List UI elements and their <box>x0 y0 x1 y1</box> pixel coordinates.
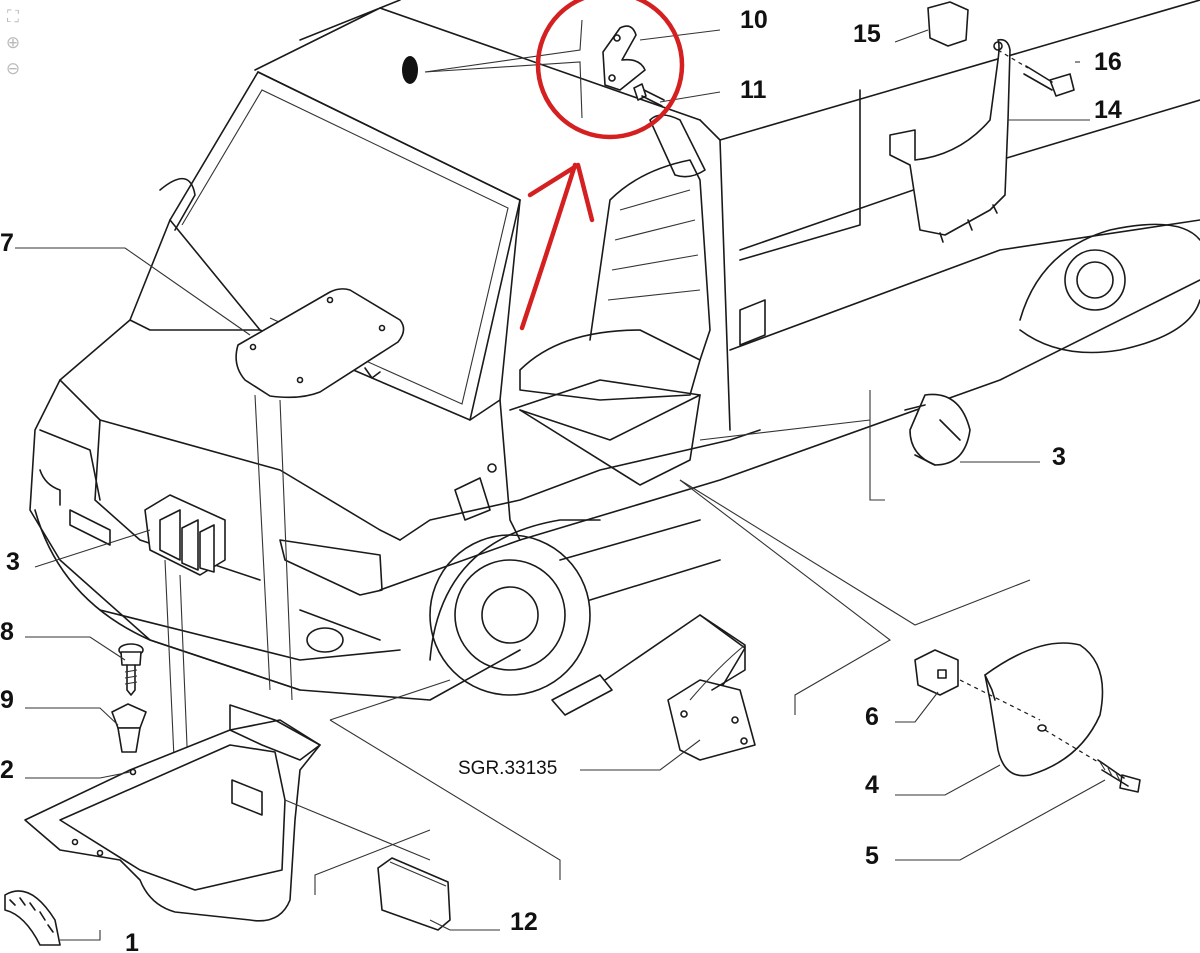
part-6-clip <box>914 649 959 696</box>
part-labels: 10 11 15 16 14 7 3 3 8 9 2 1 12 6 4 5 SG… <box>0 6 1122 953</box>
part-2-tray <box>24 704 431 922</box>
part-3-relay-box <box>144 494 226 781</box>
label-11: 11 <box>740 76 767 104</box>
part-11-screw <box>633 83 665 107</box>
highlight-arrow <box>519 162 595 331</box>
label-9: 9 <box>0 686 14 714</box>
highlight-circle <box>535 0 685 140</box>
label-4: 4 <box>865 771 879 799</box>
label-12: 12 <box>510 908 538 936</box>
part-8-screw <box>118 643 144 696</box>
label-7: 7 <box>0 229 14 257</box>
label-2: 2 <box>0 756 14 784</box>
label-14: 14 <box>1094 96 1122 124</box>
part-1-bracket <box>4 890 61 946</box>
part-5-screw <box>1097 759 1141 793</box>
label-16: 16 <box>1094 48 1122 76</box>
label-8: 8 <box>0 618 14 646</box>
viewer-toolbar: ⛶ ⊕ ⊖ <box>2 6 28 80</box>
zoom-in-icon[interactable]: ⊕ <box>5 33 21 53</box>
reference-code: SGR.33135 <box>458 758 557 779</box>
label-10: 10 <box>740 6 768 34</box>
part-4-cap <box>984 642 1104 777</box>
label-1: 1 <box>125 929 139 953</box>
roof-hole <box>402 56 418 84</box>
part-15-clip <box>927 1 969 47</box>
label-5: 5 <box>865 842 879 870</box>
label-3-right: 3 <box>1052 443 1066 471</box>
part-9-clip <box>111 703 147 753</box>
label-6: 6 <box>865 703 879 731</box>
part-14-bracket <box>889 38 1011 243</box>
part-3-round-cap <box>904 393 971 466</box>
zoom-out-icon[interactable]: ⊖ <box>5 59 21 79</box>
red-highlight <box>519 0 685 331</box>
handbrake-assembly <box>551 614 756 761</box>
part-10-hook <box>602 25 646 91</box>
label-15: 15 <box>853 20 881 48</box>
fit-to-window-icon[interactable]: ⛶ <box>7 7 19 27</box>
part-7-cover <box>235 288 405 701</box>
leader-lines <box>15 19 1106 941</box>
label-3-left: 3 <box>6 548 20 576</box>
part-12-plate <box>377 857 451 931</box>
van-body <box>29 0 1200 701</box>
part-16-screw <box>1023 65 1075 97</box>
